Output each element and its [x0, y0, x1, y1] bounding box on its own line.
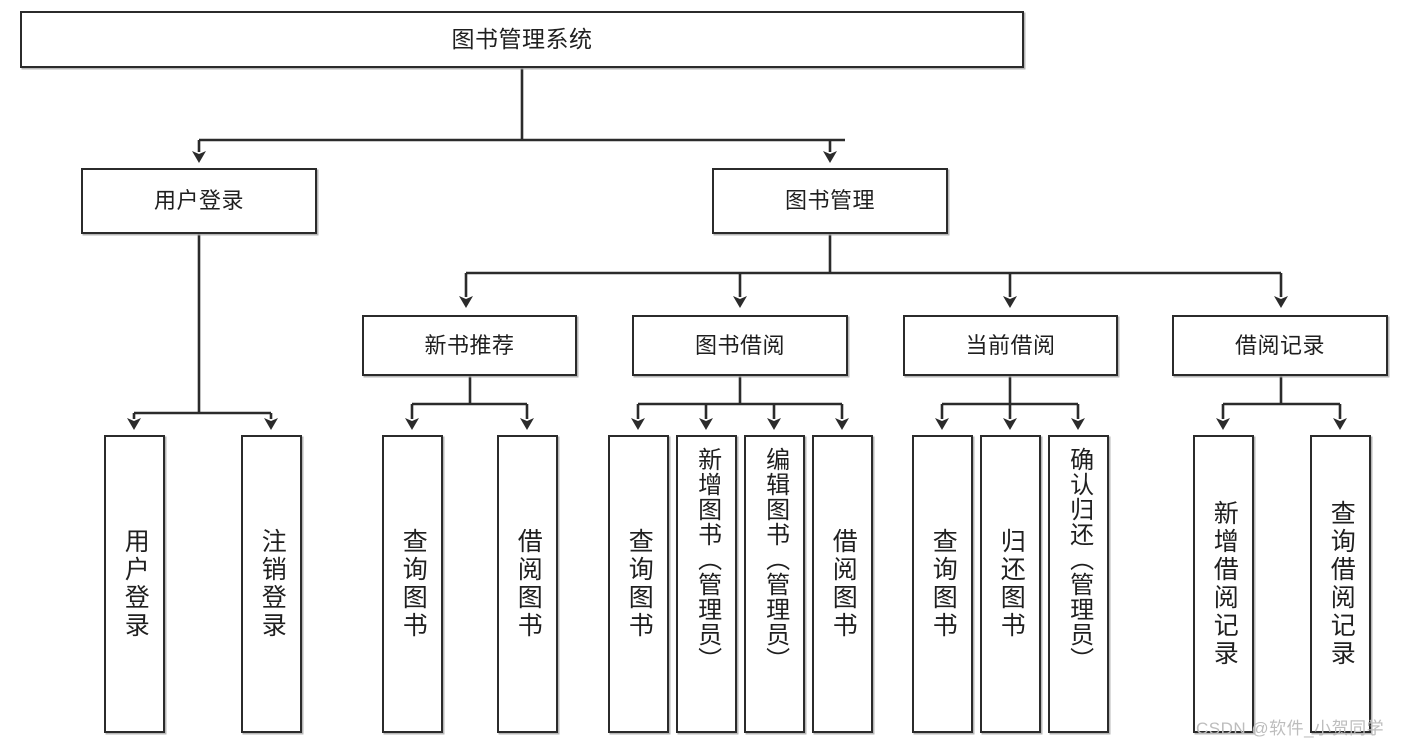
node-borrow-record[interactable]: 借阅记录: [1172, 315, 1388, 376]
leaf-label: 用户登录: [121, 528, 150, 640]
leaf-label: 查询图书: [929, 528, 958, 640]
leaf-logout[interactable]: 注销登录: [241, 435, 302, 733]
node-current-borrow[interactable]: 当前借阅: [903, 315, 1118, 376]
leaf-edit-book-admin[interactable]: 编辑图书（管理员）: [744, 435, 805, 733]
leaf-borrow-book[interactable]: 借阅图书: [812, 435, 873, 733]
leaf-label: 注销登录: [258, 528, 287, 640]
leaf-label: 查询借阅记录: [1327, 500, 1356, 668]
node-label: 新书推荐: [424, 332, 515, 358]
node-label: 图书管理: [784, 188, 875, 214]
leaf-return-book[interactable]: 归还图书: [980, 435, 1041, 733]
node-label: 当前借阅: [965, 332, 1056, 358]
leaf-query-borrow-record[interactable]: 查询借阅记录: [1310, 435, 1371, 733]
leaf-label: 查询图书: [625, 528, 654, 640]
leaf-label: 借阅图书: [829, 528, 858, 640]
node-user-login[interactable]: 用户登录: [81, 168, 317, 234]
node-label: 图书管理系统: [451, 26, 593, 53]
leaf-query-book-newbook[interactable]: 查询图书: [382, 435, 443, 733]
node-label: 图书借阅: [694, 332, 785, 358]
leaf-label: 查询图书: [399, 528, 428, 640]
leaf-borrow-book-newbook[interactable]: 借阅图书: [497, 435, 558, 733]
leaf-label: 编辑图书（管理员）: [761, 447, 789, 672]
node-label: 借阅记录: [1234, 332, 1325, 358]
leaf-label: 确认归还（管理员）: [1065, 447, 1093, 672]
leaf-label: 新增图书（管理员）: [693, 447, 721, 672]
leaf-user-login[interactable]: 用户登录: [104, 435, 165, 733]
node-book-borrow[interactable]: 图书借阅: [632, 315, 848, 376]
leaf-label: 新增借阅记录: [1210, 500, 1239, 668]
node-system-root[interactable]: 图书管理系统: [20, 11, 1024, 68]
leaf-add-book-admin[interactable]: 新增图书（管理员）: [676, 435, 737, 733]
leaf-label: 借阅图书: [514, 528, 543, 640]
leaf-confirm-return-admin[interactable]: 确认归还（管理员）: [1048, 435, 1109, 733]
leaf-label: 归还图书: [997, 528, 1026, 640]
leaf-query-book-borrow[interactable]: 查询图书: [608, 435, 669, 733]
node-new-book-recommend[interactable]: 新书推荐: [362, 315, 577, 376]
leaf-query-book-current[interactable]: 查询图书: [912, 435, 973, 733]
node-label: 用户登录: [153, 188, 244, 214]
leaf-add-borrow-record[interactable]: 新增借阅记录: [1193, 435, 1254, 733]
node-book-management[interactable]: 图书管理: [712, 168, 948, 234]
